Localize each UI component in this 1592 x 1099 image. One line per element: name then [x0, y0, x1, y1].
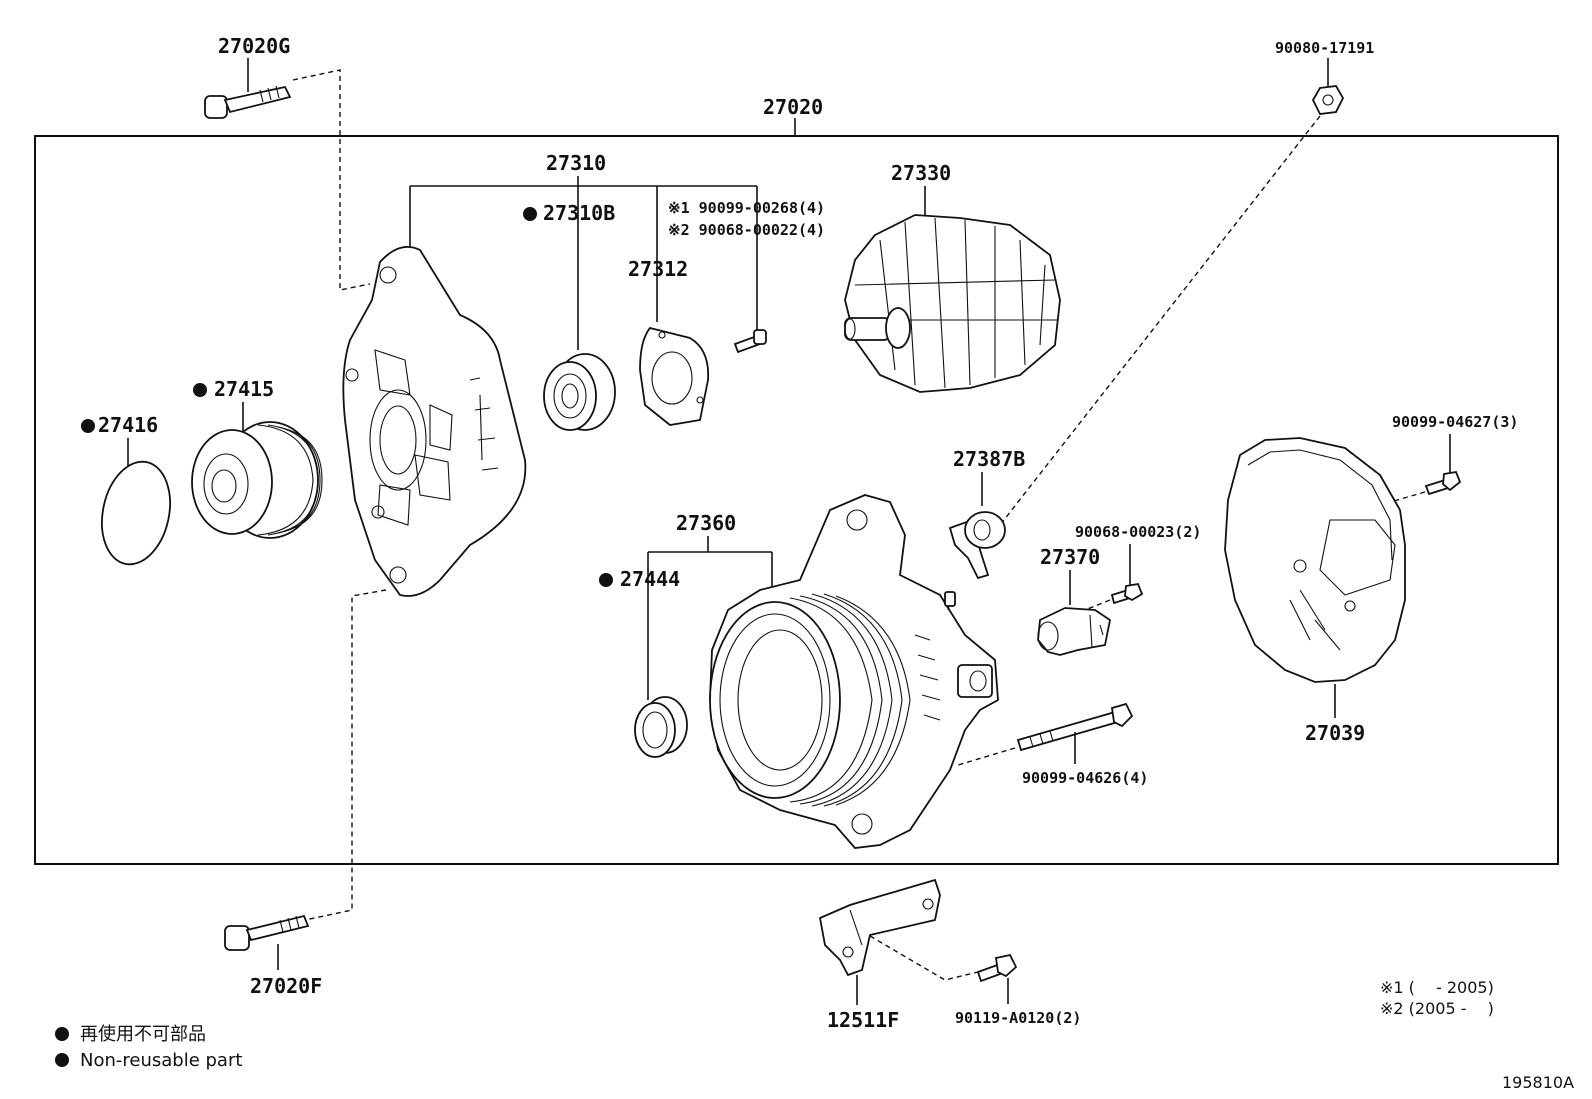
non-reusable-mark: [523, 207, 537, 221]
screw-90099-04627[interactable]: [1424, 470, 1462, 496]
legend-en: Non-reusable part: [80, 1050, 242, 1071]
label-27387B: 27387B: [953, 447, 1025, 471]
label-90099-04627: 90099-04627(3): [1392, 413, 1518, 431]
label-27416: 27416: [98, 413, 158, 437]
drive-end-frame-27310[interactable]: [342, 246, 527, 597]
bearing-27310B[interactable]: [543, 353, 616, 431]
assembly-label: 27020: [763, 95, 823, 119]
note-2: ※2 (2005 - ): [1380, 999, 1494, 1018]
label-27312: 27312: [628, 257, 688, 281]
brush-holder-27370[interactable]: [1037, 607, 1112, 656]
screw-note-parts[interactable]: [733, 329, 767, 354]
bracket-12511F[interactable]: [818, 878, 941, 977]
bolt-90119-A0120[interactable]: [976, 953, 1018, 983]
label-note2-part: ※2 90068-00022(4): [668, 221, 825, 239]
screw-90068-00023[interactable]: [1110, 582, 1144, 605]
cap-27416[interactable]: [93, 455, 179, 570]
bolt-27020G[interactable]: [204, 85, 292, 119]
bolt-90099-04626[interactable]: [1016, 702, 1134, 752]
label-27415: 27415: [214, 377, 274, 401]
legend-bullet: [55, 1027, 69, 1041]
label-27020F: 27020F: [250, 974, 322, 998]
non-reusable-mark: [599, 573, 613, 587]
rear-cover-27039[interactable]: [1224, 437, 1406, 683]
bolt-27020F[interactable]: [224, 914, 310, 951]
non-reusable-mark: [81, 419, 95, 433]
bearing-27444[interactable]: [634, 696, 688, 758]
stator-frame-27360[interactable]: [709, 494, 999, 849]
label-27020G: 27020G: [218, 34, 290, 58]
label-12511F: 12511F: [827, 1008, 899, 1032]
label-27370: 27370: [1040, 545, 1100, 569]
nut-90080-17191[interactable]: [1311, 85, 1345, 115]
note-1: ※1 ( - 2005): [1380, 978, 1494, 997]
label-90068-00023: 90068-00023(2): [1075, 523, 1201, 541]
label-27039: 27039: [1305, 721, 1365, 745]
rotor-27330[interactable]: [844, 214, 1061, 393]
legend-jp: 再使用不可部品: [80, 1024, 206, 1045]
label-27444: 27444: [620, 567, 680, 591]
label-27310: 27310: [546, 151, 606, 175]
terminal-insulator-27387B[interactable]: [948, 511, 1006, 580]
assembly-frame: [34, 135, 1559, 865]
non-reusable-mark: [193, 383, 207, 397]
pulley-27415[interactable]: [191, 421, 323, 539]
label-27330: 27330: [891, 161, 951, 185]
label-27310B: 27310B: [543, 201, 615, 225]
retainer-plate-27312[interactable]: [639, 326, 710, 426]
legend-bullet: [55, 1053, 69, 1067]
label-90099-04626: 90099-04626(4): [1022, 769, 1148, 787]
diagram-code: 195810A: [1502, 1073, 1574, 1092]
label-90080-17191: 90080-17191: [1275, 39, 1374, 57]
label-note1-part: ※1 90099-00268(4): [668, 199, 825, 217]
label-27360: 27360: [676, 511, 736, 535]
label-90119-A0120: 90119-A0120(2): [955, 1009, 1081, 1027]
